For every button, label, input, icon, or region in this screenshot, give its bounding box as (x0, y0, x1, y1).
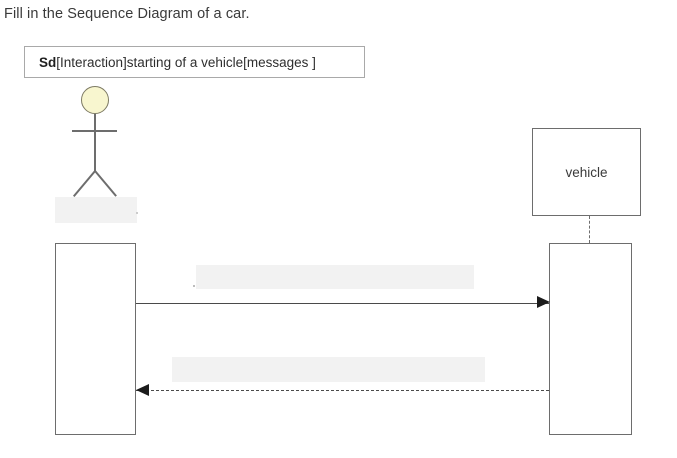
lifeline-dashed-stub (589, 216, 590, 243)
participant-box-vehicle: vehicle (532, 128, 641, 216)
actor-name-blank[interactable] (55, 197, 137, 223)
activation-bar-actor (55, 243, 136, 435)
message-2-line (136, 390, 549, 391)
actor-arms-icon (72, 130, 117, 132)
frame-label: [Interaction]starting of a vehicle[messa… (56, 54, 316, 70)
actor-leg-left-icon (72, 170, 96, 197)
sequence-frame-header: Sd[Interaction]starting of a vehicle[mes… (24, 46, 365, 78)
message-2-arrowhead-icon (136, 383, 149, 396)
actor-head-icon (81, 86, 109, 114)
message-1-arrowhead-icon (537, 296, 550, 308)
actor-stick-figure-icon (55, 86, 145, 206)
message-1-label-blank[interactable] (196, 265, 474, 289)
actor-leg-right-icon (94, 170, 117, 197)
message-1-line (136, 303, 549, 304)
participant-label-vehicle: vehicle (565, 164, 608, 180)
message-1-blank-marker (193, 285, 195, 287)
actor-body-icon (94, 114, 96, 172)
frame-keyword: Sd (39, 54, 57, 70)
actor-name-blank-marker (136, 212, 138, 214)
question-prompt: Fill in the Sequence Diagram of a car. (4, 6, 250, 22)
activation-bar-vehicle (549, 243, 632, 435)
message-2-label-blank[interactable] (172, 357, 485, 382)
